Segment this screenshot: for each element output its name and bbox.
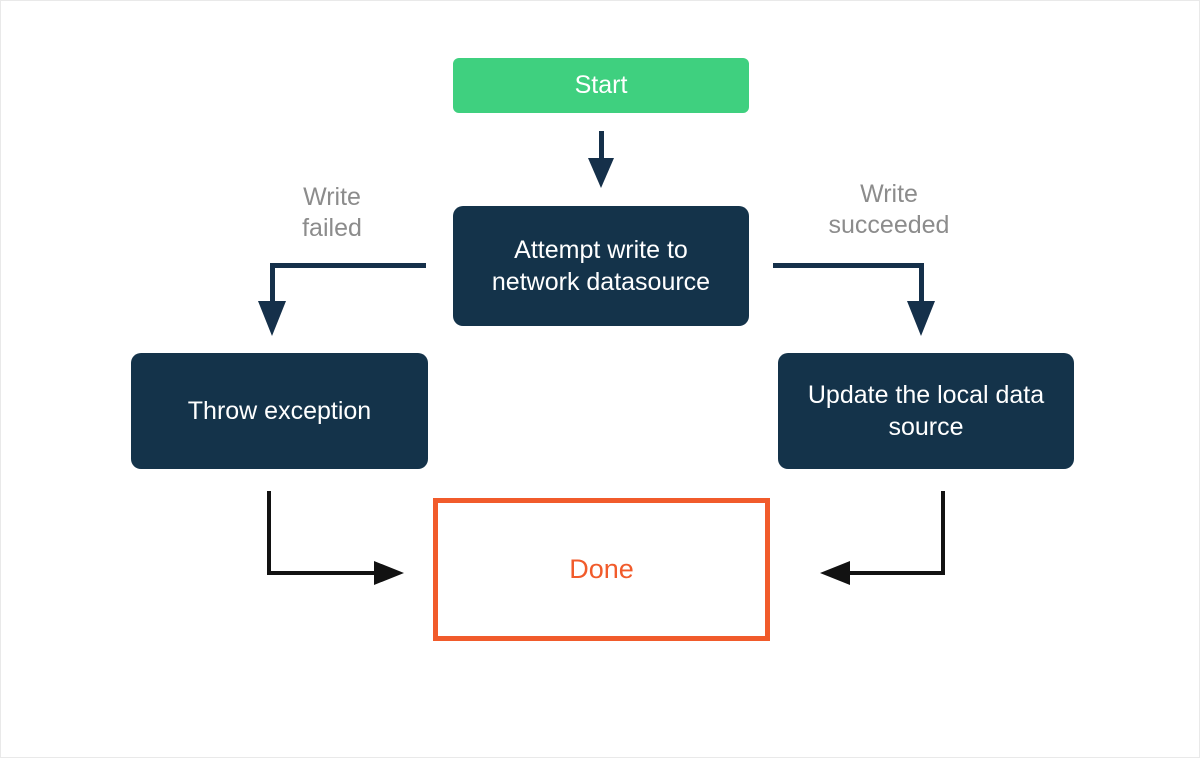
edge-update-done-horizontal bbox=[850, 571, 945, 575]
edge-attempt-update-vertical bbox=[919, 263, 924, 303]
node-update-local-source: Update the local data source bbox=[778, 353, 1074, 469]
node-attempt-write: Attempt write to network datasource bbox=[453, 206, 749, 326]
node-done: Done bbox=[433, 498, 770, 641]
edge-attempt-update-horizontal bbox=[773, 263, 924, 268]
edge-throw-done-vertical bbox=[267, 491, 271, 575]
arrow-down-icon bbox=[258, 301, 286, 336]
edge-label-write-succeeded: Write succeeded bbox=[828, 180, 950, 240]
edge-attempt-throw-horizontal bbox=[270, 263, 426, 268]
arrow-down-icon bbox=[907, 301, 935, 336]
node-throw-exception: Throw exception bbox=[131, 353, 428, 469]
node-start: Start bbox=[453, 58, 749, 113]
edge-attempt-throw-vertical bbox=[270, 263, 275, 303]
edge-throw-done-horizontal bbox=[267, 571, 375, 575]
arrow-down-icon bbox=[588, 158, 614, 188]
arrow-left-icon bbox=[820, 561, 850, 585]
edge-label-write-failed: Write failed bbox=[302, 183, 362, 243]
arrow-right-icon bbox=[374, 561, 404, 585]
edge-update-done-vertical bbox=[941, 491, 945, 575]
edge-start-attempt-shaft bbox=[599, 131, 604, 161]
